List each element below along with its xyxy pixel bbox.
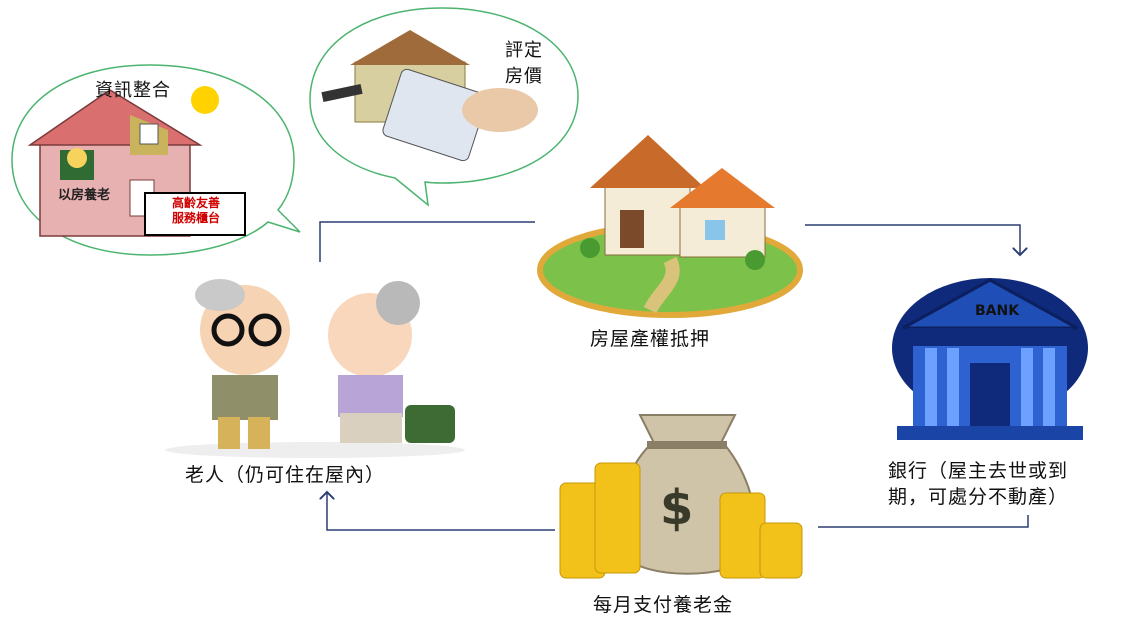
coin-stack-right xyxy=(719,492,803,579)
money-bag-icon xyxy=(559,414,803,579)
money-label: 每月支付養老金 xyxy=(593,594,734,616)
price-bubble-line2: 房價 xyxy=(505,66,543,87)
service-counter-line1: 高齡友善 xyxy=(171,196,220,210)
bank-label-line2: 期，可處分不動產） xyxy=(888,486,1069,508)
info-bubble xyxy=(11,64,301,256)
elderly-label: 老人（仍可住在屋內） xyxy=(185,464,386,486)
bank-label-line1: 銀行（屋主去世或到 xyxy=(888,460,1069,482)
appraisal-illustration xyxy=(321,30,538,162)
bank-label: 銀行（屋主去世或到 期，可處分不動產） xyxy=(888,458,1068,510)
dollar-sign-icon: $ xyxy=(660,480,694,536)
elderly-couple-illustration xyxy=(165,279,465,458)
price-bubble-line1: 評定 xyxy=(505,40,543,61)
connector-bank-to-money xyxy=(818,515,1029,528)
mortgaged-house-illustration xyxy=(537,135,803,318)
connector-house-to-elderly xyxy=(319,221,535,262)
house-sign: 以房養老 xyxy=(58,188,111,203)
price-bubble-text: 評定 房價 xyxy=(505,38,543,90)
coin-stack-left xyxy=(559,462,641,579)
info-house-icon xyxy=(27,86,246,237)
bank-building-icon xyxy=(892,278,1088,440)
info-bubble-title: 資訊整合 xyxy=(95,80,171,101)
price-bubble xyxy=(309,7,579,207)
bank-sign: BANK xyxy=(975,303,1020,319)
arrow-money-to-elderly xyxy=(327,492,555,531)
service-counter-line2: 服務櫃台 xyxy=(171,211,220,225)
arrow-house-to-bank xyxy=(805,224,1020,255)
service-counter-sign: 高齡友善 服務櫃台 xyxy=(156,196,236,226)
house-label: 房屋產權抵押 xyxy=(590,328,711,350)
